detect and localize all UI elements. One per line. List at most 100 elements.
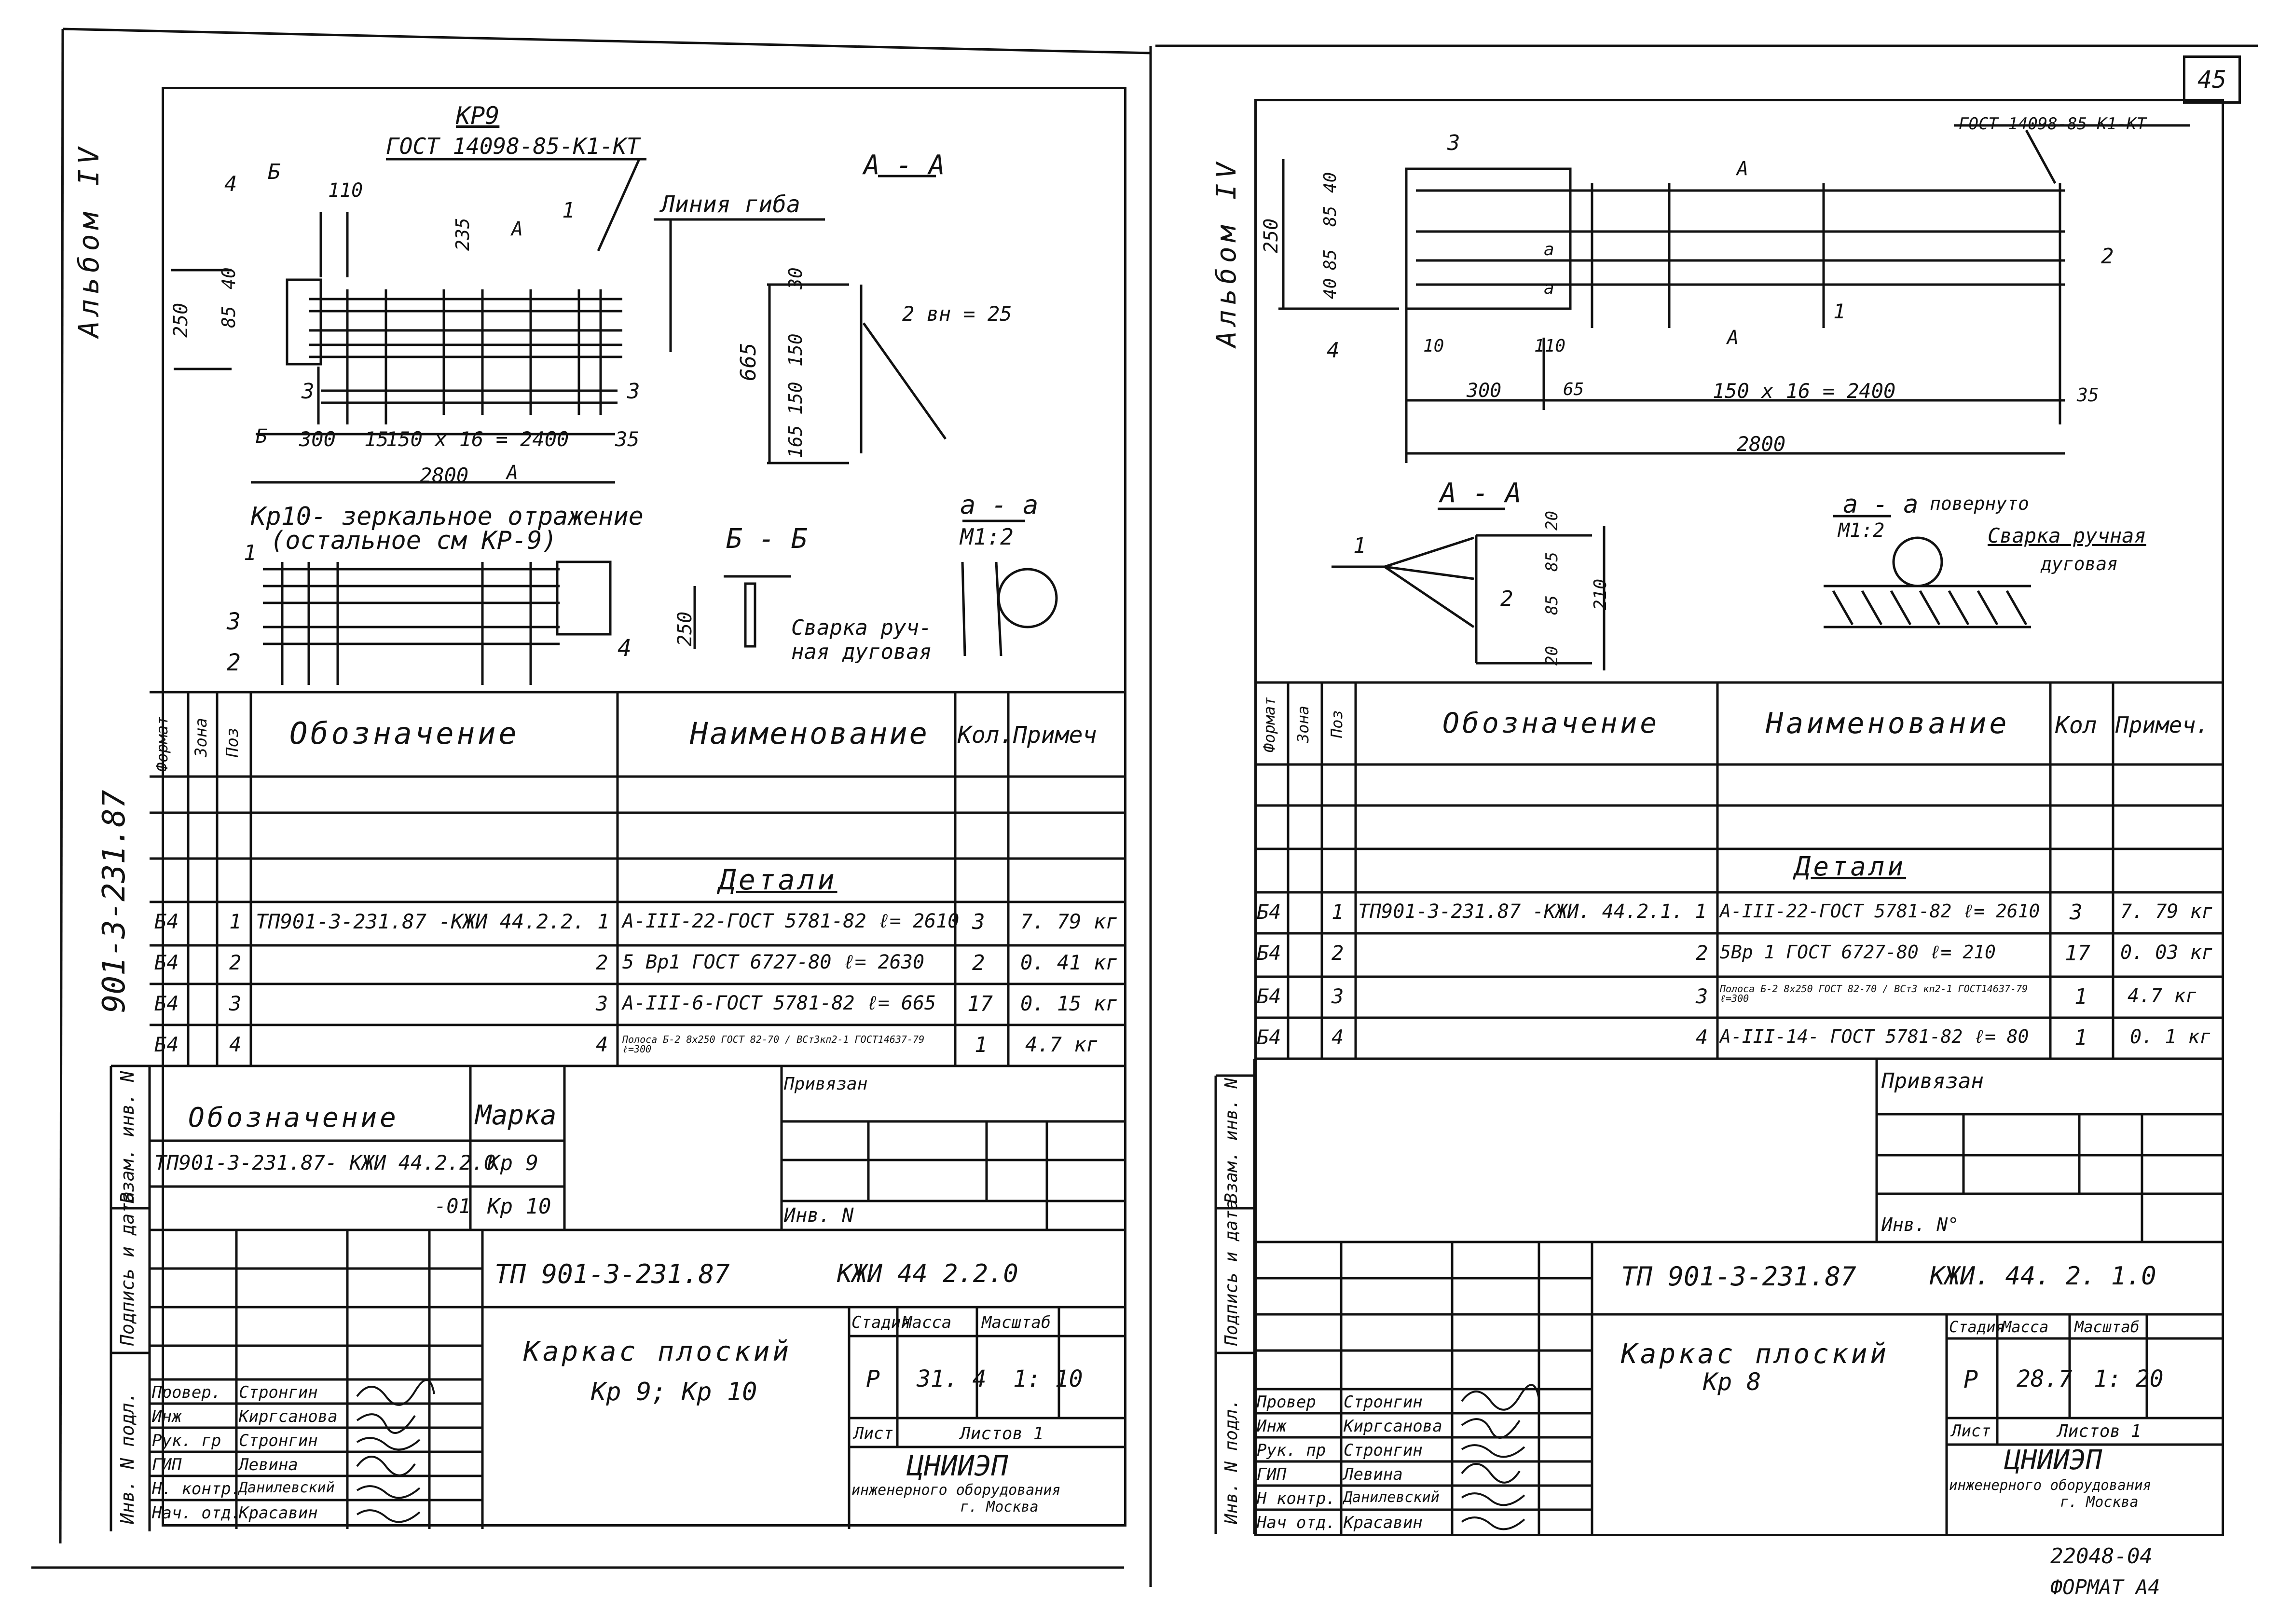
- person-name: Киргсанова: [239, 1407, 338, 1426]
- spec-format: Б4: [1257, 1025, 1281, 1049]
- spec-name: А-III-14- ГОСТ 5781-82 ℓ= 80: [1720, 1026, 2029, 1047]
- left-pos-4b: 4: [618, 635, 632, 662]
- spec-pos: 2: [229, 951, 242, 974]
- left-bend-line-label: Линия гиба: [661, 191, 800, 218]
- left-section-aa-label: А - А: [864, 150, 945, 181]
- spec-name: Полоса Б-2 8х250 ГОСТ 82-70 / ВСт3 кп2-1…: [1720, 983, 2028, 1004]
- spec-pos: 3: [229, 992, 242, 1015]
- left-spec-header-designation: Обозначение: [289, 716, 520, 751]
- right-spec-header-qty: Кол: [2055, 712, 2097, 739]
- right-spec-header-name: Наименование: [1766, 707, 2010, 740]
- person-name: Левина: [1344, 1465, 1403, 1484]
- left-tb-org: ЦНИИЭП: [907, 1449, 1008, 1482]
- spec-format: Б4: [1257, 900, 1281, 924]
- right-gost-callout: ГОСТ 14098-85 К1-КТ: [1959, 114, 2146, 134]
- spec-qty: 17: [2065, 941, 2090, 966]
- spec-note: 0. 1 кг: [2130, 1026, 2211, 1048]
- spec-name: Полоса Б-2 8х250 ГОСТ 82-70 / ВСт3кп2-1 …: [622, 1034, 925, 1055]
- left-section-aa2-label: а - а: [960, 490, 1039, 520]
- left-marks-header-mark: Марка: [475, 1100, 557, 1131]
- left-dim-300: 300: [299, 427, 336, 451]
- right-pos-A: А: [1737, 158, 1749, 180]
- left-drawing-title: КР9: [456, 102, 500, 130]
- right-tb-org-2: инженерного оборудования: [1949, 1477, 2152, 1493]
- left-linked-label: Привязан: [784, 1074, 868, 1094]
- left-scale-aa2-label: М1:2: [960, 524, 1014, 550]
- left-tb-org-3: г. Москва: [960, 1499, 1039, 1515]
- person-name: Киргсанова: [1344, 1417, 1442, 1436]
- spec-format: Б4: [154, 1033, 179, 1056]
- spec-qty: 1: [2074, 1025, 2087, 1050]
- person-role: Инж: [1257, 1417, 1287, 1436]
- left-tb-scale: 1: 10: [1013, 1365, 1083, 1392]
- right-tb-stage: Р: [1963, 1365, 1978, 1393]
- spec-qty: 3: [972, 910, 985, 934]
- right-spec-header-designation: Обозначение: [1442, 707, 1660, 739]
- right-section-aa2-label: а - а: [1843, 490, 1919, 519]
- right-tb-sheets: Листов 1: [2058, 1421, 2142, 1441]
- left-dim-15: 15: [364, 427, 389, 451]
- right-scale-aa2-label: М1:2: [1838, 519, 1885, 542]
- page-number: 45: [2197, 66, 2227, 94]
- left-pos-1b: 1: [244, 541, 257, 565]
- person-name: Стронгин: [239, 1431, 318, 1450]
- right-rotated-label: повернуто: [1930, 493, 2029, 514]
- left-marks-row-2-mark: Кр 10: [487, 1194, 551, 1219]
- spec-designation: 3: [1696, 984, 1708, 1008]
- person-name: Данилевский: [1344, 1489, 1440, 1506]
- left-frame: [162, 87, 1126, 1527]
- spec-qty: 3: [2070, 900, 2083, 925]
- left-tb-sheet: Лист: [854, 1424, 893, 1443]
- right-pos-A2: А: [1727, 327, 1739, 349]
- right-weld-note-1: Сварка ручная: [1988, 524, 2146, 547]
- right-weld-note-2: дуговая: [2041, 553, 2118, 574]
- spec-note: 7. 79 кг: [2120, 901, 2213, 923]
- right-pos-1: 1: [1833, 300, 1846, 323]
- left-tb-mass: 31. 4: [917, 1365, 987, 1392]
- right-tb-scale: 1: 20: [2094, 1365, 2164, 1392]
- left-weld-note-1: Сварка руч-: [791, 615, 932, 640]
- left-spec-header-note: Примеч: [1013, 722, 1097, 749]
- spec-format: Б4: [154, 992, 179, 1015]
- left-mirror-note-2: (остальное см КР-9): [270, 526, 557, 555]
- person-role: Нач. отд.: [152, 1503, 241, 1523]
- spec-name: А-III-22-ГОСТ 5781-82 ℓ= 2610: [1720, 901, 2040, 922]
- spec-name: 5 Вр1 ГОСТ 6727-80 ℓ= 2630: [622, 951, 925, 973]
- left-tb-doc: КЖИ 44 2.2.0: [837, 1259, 1018, 1288]
- left-tb-stage: Р: [866, 1365, 880, 1392]
- left-dim-2800: 2800: [420, 464, 469, 487]
- left-marks-row-1-mark: Кр 9: [487, 1151, 538, 1175]
- left-dim-2vn: 2 вн = 25: [902, 302, 1012, 326]
- right-section-aa-label: А - А: [1440, 478, 1522, 509]
- person-name: Стронгин: [1344, 1441, 1423, 1460]
- left-tb-sheets: Листов 1: [960, 1424, 1044, 1444]
- person-role: ГИП: [152, 1455, 182, 1474]
- spec-designation: 2: [596, 951, 608, 974]
- right-tb-mass: 28.7: [2017, 1365, 2073, 1392]
- person-role: Провер: [1257, 1392, 1316, 1412]
- left-tb-mass-h: Масса: [902, 1313, 952, 1332]
- spec-format: Б4: [154, 910, 179, 933]
- spec-name: А-III-22-ГОСТ 5781-82 ℓ= 2610: [622, 910, 960, 932]
- left-marks-header-des: Обозначение: [188, 1102, 399, 1133]
- spec-pos: 4: [1332, 1025, 1344, 1049]
- spec-qty: 1: [2074, 984, 2087, 1009]
- left-pos-B: Б: [268, 160, 281, 184]
- spec-pos: 3: [1332, 984, 1344, 1008]
- left-mirror-note-1: Кр10- зеркальное отражение: [251, 502, 644, 531]
- right-spec-header-note: Примеч.: [2115, 712, 2209, 738]
- person-name: Красавин: [239, 1503, 318, 1523]
- left-dim-150x16: 150 х 16 = 2400: [386, 427, 569, 451]
- person-name: Стронгин: [239, 1383, 318, 1402]
- right-dim-35: 35: [2077, 384, 2099, 406]
- left-tb-stage-h: Стадия: [851, 1313, 911, 1332]
- left-spec-header-qty: Кол.: [958, 722, 1014, 749]
- left-marks-row-1-des: ТП901-3-231.87- КЖИ 44.2.2.0: [154, 1151, 496, 1174]
